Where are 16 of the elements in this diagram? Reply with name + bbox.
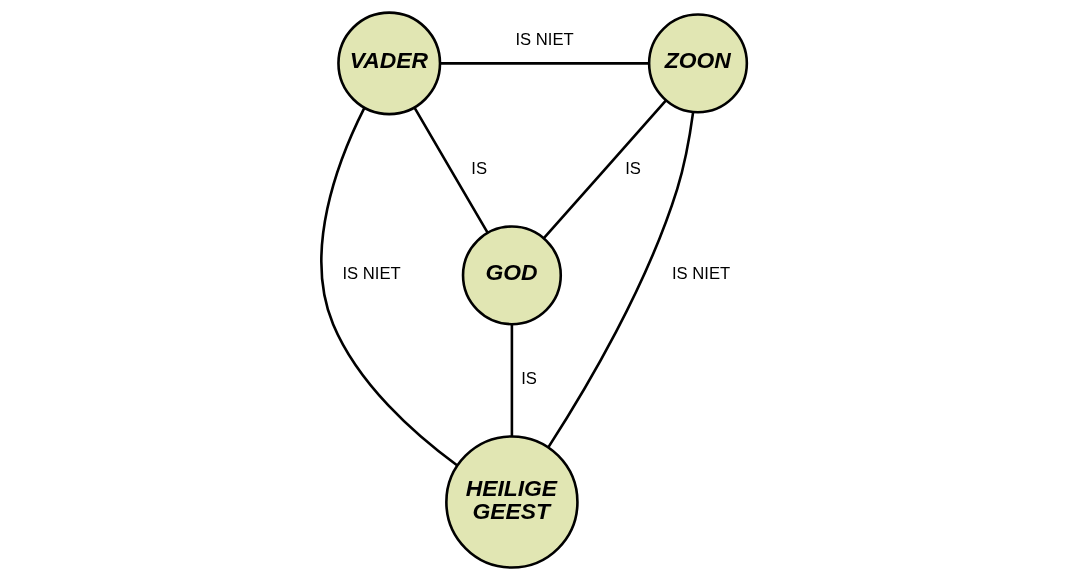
connector — [413, 107, 489, 234]
edge-label: IS NIET — [515, 30, 574, 50]
edge-label: IS — [471, 159, 488, 179]
connector — [440, 62, 649, 65]
node-circle: HEILIGE GEEST — [445, 435, 579, 569]
edge-label: IS NIET — [342, 264, 401, 284]
edge-label: IS — [521, 369, 537, 389]
edge-label: IS — [625, 159, 641, 179]
edge-label: IS NIET — [671, 264, 731, 284]
node-circle: VADER — [337, 11, 442, 116]
connector — [510, 324, 514, 437]
connector — [547, 112, 695, 449]
connector — [543, 99, 667, 239]
connector — [320, 107, 458, 467]
node-circle: ZOON — [647, 13, 749, 114]
node-circle: GOD — [461, 225, 563, 326]
